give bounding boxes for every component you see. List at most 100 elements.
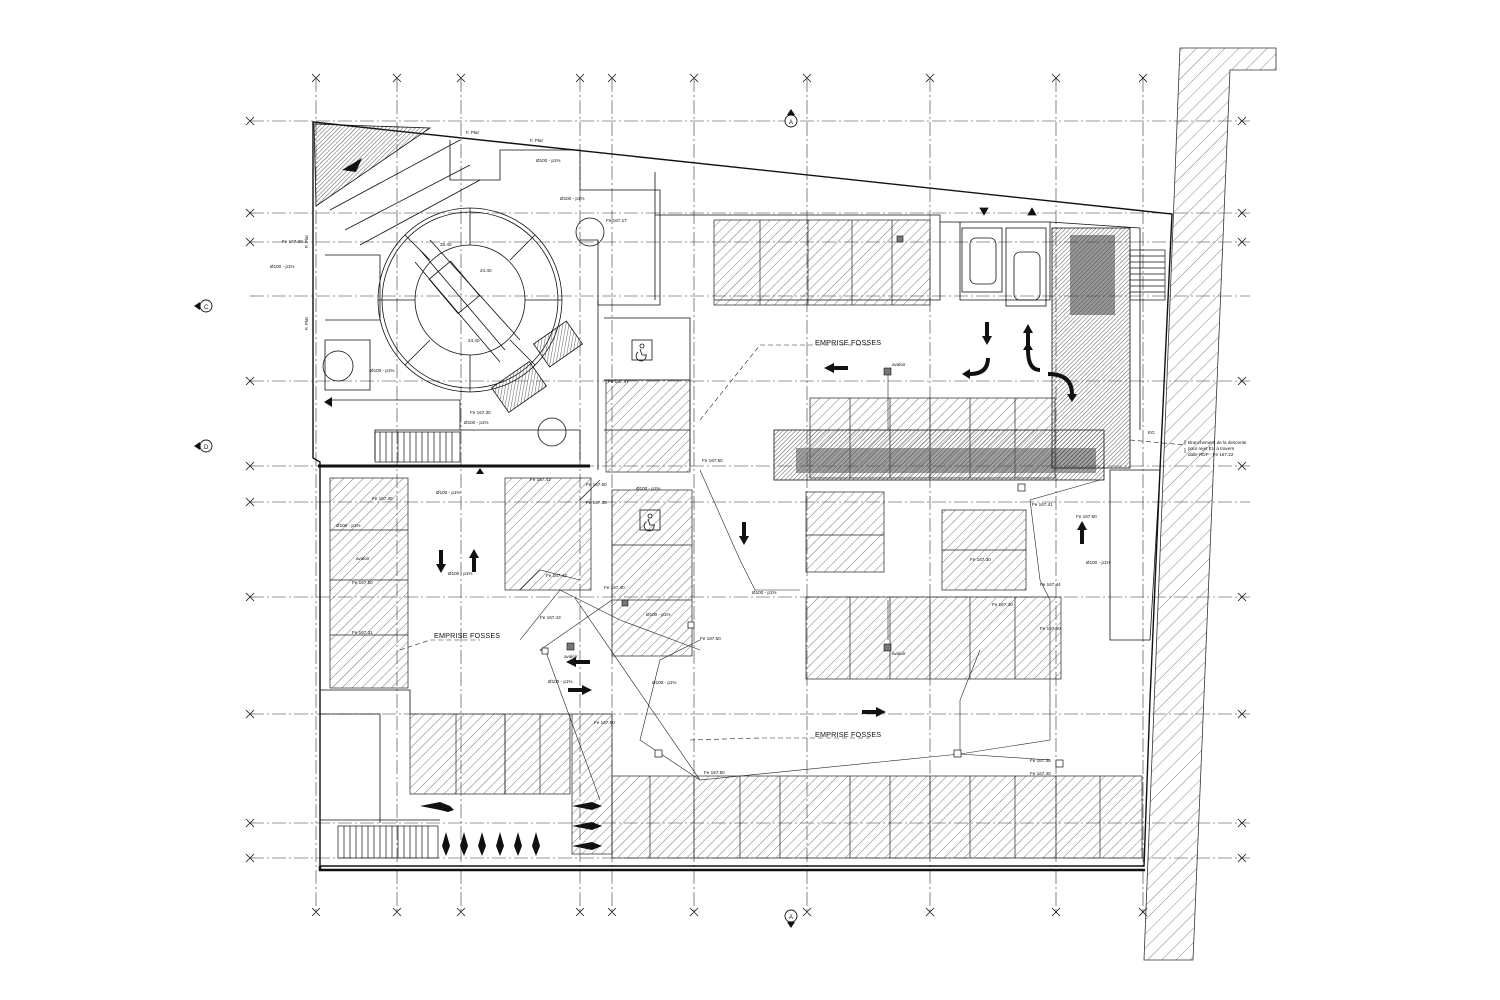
level-label: Fe 167.50	[586, 482, 607, 487]
pipe-label: Ø100 - p1%	[652, 680, 677, 685]
arrow-curve-left-icon	[962, 358, 990, 379]
pipe-label: Ø100 - p1%	[270, 264, 295, 269]
level-label: Fe 167.43	[540, 615, 561, 620]
car-lift	[961, 207, 1047, 307]
level-label: Fe 167.40	[604, 585, 625, 590]
escalators	[490, 320, 583, 414]
top-mark: F. Plat	[466, 130, 479, 135]
axis-a-top-label: A	[789, 120, 793, 126]
arrow-left-icon-2	[566, 657, 590, 667]
drain-label: avaloir	[892, 651, 906, 656]
arrow-curve-right-icon	[1048, 372, 1077, 402]
pipe-label: Ø100 - p1%	[370, 368, 395, 373]
arrow-up-icon-4	[476, 468, 484, 474]
level-label: Fe 167.50	[702, 458, 723, 463]
stair-mark: 24.40	[468, 338, 480, 343]
pipe-label: Ø100 - p1%	[448, 571, 473, 576]
grid-ticks	[245, 73, 1247, 917]
ramp-band-inner	[796, 448, 1096, 473]
level-label: Fe 167.43	[546, 573, 567, 578]
accessible-parking-icons	[631, 339, 661, 532]
level-label: Fe 167.50	[1076, 514, 1097, 519]
pipe-label: Ø100 - p1%	[436, 490, 461, 495]
level-label: Fe 167.17	[606, 218, 627, 223]
building-outline	[312, 121, 1173, 872]
level-label: Fe 167.45	[372, 496, 393, 501]
axis-bubbles	[194, 109, 798, 928]
pipe-label: Ø100 - p1%	[336, 523, 361, 528]
level-label: Fe 167.30	[470, 410, 491, 415]
inspection-chambers	[541, 483, 1064, 768]
stair-flight	[337, 249, 1166, 859]
neighbour-wall	[1143, 47, 1277, 961]
spiral-staircase	[377, 207, 563, 393]
ramp-arrow-icon	[342, 158, 362, 172]
circulation-arrows	[324, 322, 1087, 717]
level-label: Fe 167.30	[970, 557, 991, 562]
small-spiral-mid	[537, 417, 567, 447]
small-spiral-top	[575, 217, 605, 247]
interior-walls	[320, 139, 1161, 823]
level-label: Fe 167.50	[594, 720, 615, 725]
bay-dividers	[330, 220, 1101, 858]
arrow-down-icon-3	[436, 550, 446, 573]
drain-label: avaloir	[356, 556, 370, 561]
ramp-dark-area	[313, 123, 432, 207]
arrow-up-icon-2	[1077, 521, 1087, 544]
side-mark: F. Plat	[304, 235, 309, 248]
axis-c-label: C	[204, 305, 209, 311]
level-label: Fe 167.60	[1040, 626, 1061, 631]
drain-label: avaloir	[564, 654, 578, 659]
arrow-right-icon	[568, 685, 592, 695]
top-mark: F. Plat	[530, 138, 543, 143]
arrow-up-icon	[1023, 324, 1033, 347]
arrow-curve-up-icon	[1023, 342, 1040, 372]
pipe-label: Ø100 - p1%	[548, 679, 573, 684]
level-label: Fe 167.00	[282, 239, 303, 244]
drain-label: avaloir	[892, 362, 906, 367]
arrow-left-icon	[824, 363, 848, 373]
small-spiral-left	[322, 350, 354, 382]
axis-d-label: D	[204, 445, 209, 451]
note-line: pour rejet EU à travers	[1188, 446, 1235, 451]
level-label: Fe 167.31	[352, 630, 373, 635]
stair-mark: 24.40	[480, 268, 492, 273]
level-label: Fe 167.40	[1030, 771, 1051, 776]
floor-drains	[566, 235, 904, 652]
emprise-label-bottom: EMPRISE FOSSES	[815, 730, 881, 739]
pipe-label: Ø100 - p1%	[560, 196, 585, 201]
connection-note: EG Branchement de la descente pour rejet…	[1148, 430, 1247, 457]
emprise-label-left: EMPRISE FOSSES	[434, 631, 500, 640]
pipe-labels: Ø100 - p1% Ø100 - p1% Ø100 - p1% Ø100 - …	[270, 158, 1111, 685]
pipe-label: Ø100 - p1%	[1086, 560, 1111, 565]
arrow-left-icon-3	[324, 397, 332, 407]
level-label: Fe 167.35	[586, 500, 607, 505]
level-labels: Fe 167.00 Fe 167.17 Fe 167.47 Fe 167.30 …	[282, 218, 1097, 776]
level-label: Fe 167.41	[1032, 502, 1053, 507]
level-label: Fe 167.50	[700, 636, 721, 641]
pipe-label: Ø100 - p1%	[464, 420, 489, 425]
ramp-vertical-inner	[1070, 235, 1115, 315]
level-label: Fe 167.50	[352, 580, 373, 585]
stair-mark: 25.40	[440, 242, 452, 247]
pipe-label: Ø100 - p1%	[752, 590, 777, 595]
level-label: Fe 167.44	[1040, 582, 1061, 587]
level-label: Fe 167.41	[530, 477, 551, 482]
bicycle-parking-icons	[420, 802, 602, 856]
level-label: Fe 167.47	[608, 379, 629, 384]
parking-bays	[329, 219, 1143, 859]
note-line: dalle RDP - Fe 167.22	[1188, 452, 1234, 457]
side-mark: F. Plat	[304, 317, 309, 330]
arrow-down-icon	[982, 322, 992, 345]
level-label: Fe 167.35	[1030, 758, 1051, 763]
pipe-label: Ø100 - p1%	[536, 158, 561, 163]
level-label: Fe 167.40	[992, 602, 1013, 607]
pipe-label: Ø100 - p1%	[646, 612, 671, 617]
dash-leaders	[399, 344, 1186, 741]
riser-label: EG	[1148, 430, 1155, 435]
arrow-down-icon-2	[739, 522, 749, 545]
emprise-label-top: EMPRISE FOSSES	[815, 338, 881, 347]
arrow-up-icon-3	[469, 549, 479, 572]
note-line: Branchement de la descente	[1188, 440, 1247, 445]
